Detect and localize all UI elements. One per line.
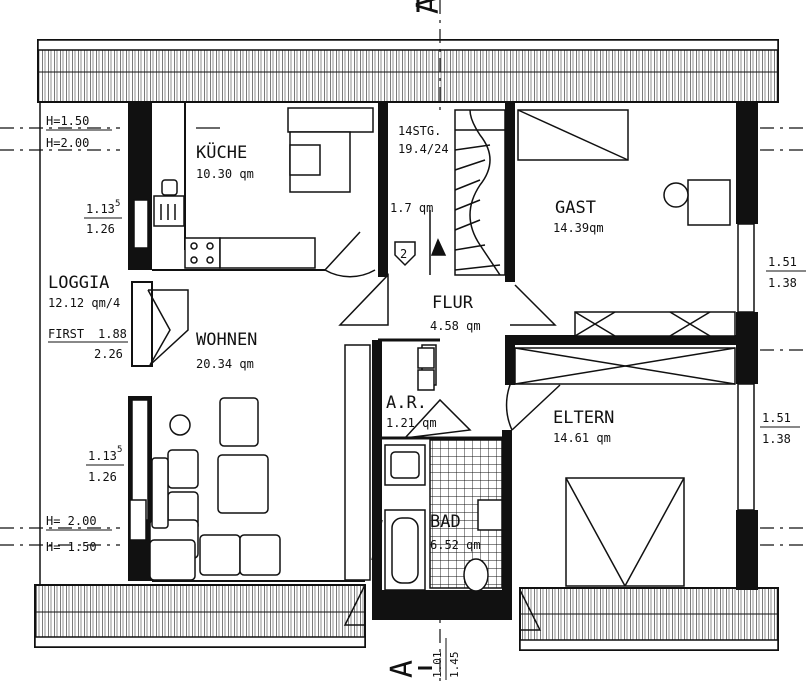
loggia-first-label: FIRST	[48, 327, 84, 341]
gast-name: GAST	[555, 198, 596, 218]
section-marker-bottom: A	[385, 660, 420, 678]
bedroom-furniture	[514, 109, 736, 587]
wohnen-name: WOHNEN	[196, 330, 257, 350]
roof-band-top	[37, 39, 779, 103]
bad-name: BAD	[430, 512, 461, 532]
stair-width: 1.7 qm	[390, 201, 433, 215]
window-gast-dims: 1.51 1.38	[766, 255, 806, 290]
window-kueche-exp: 5	[115, 199, 120, 209]
flur-area: 4.58 qm	[430, 319, 481, 333]
loggia-area: 12.12 qm/4	[48, 296, 120, 310]
roof-band-bottom-right	[519, 587, 779, 651]
window-wohnen-exp: 5	[117, 445, 122, 455]
section-marker-top: A	[411, 0, 446, 14]
window-loggia-dims: FIRST 1.88 2.26	[48, 327, 128, 361]
roof-band-bottom-left	[34, 584, 366, 648]
bathroom	[384, 344, 503, 592]
door-swings	[147, 231, 561, 561]
bottom-stubs	[343, 584, 542, 631]
kitchen-furniture	[161, 107, 374, 269]
stair-number: 2	[400, 247, 407, 261]
window-gast-num: 1.51	[768, 255, 797, 269]
height-top-a: H=1.50	[46, 114, 89, 128]
kueche-name: KÜCHE	[196, 141, 247, 163]
window-bottom-num: 1.01	[431, 652, 444, 679]
window-gast-den: 1.38	[768, 276, 797, 290]
stair-number-marker	[394, 241, 416, 267]
ar-area: 1.21 qm	[386, 416, 437, 430]
kueche-area: 10.30 qm	[196, 167, 254, 181]
eltern-name: ELTERN	[553, 408, 614, 428]
flur-name: FLUR	[432, 293, 474, 313]
window-eltern-dims: 1.51 1.38	[760, 411, 800, 446]
window-wohnen-dims: 1.13 5 1.26	[86, 445, 124, 484]
windows	[131, 195, 755, 521]
window-bottom-den: 1.45	[448, 652, 461, 679]
walls	[39, 101, 778, 620]
gast-area: 14.39qm	[553, 221, 604, 235]
window-kueche-dims: 1.13 5 1.26	[84, 199, 122, 236]
staircase	[429, 109, 506, 276]
ar-shelves	[417, 347, 435, 391]
window-kueche-den: 1.26	[86, 222, 115, 236]
loggia-name: LOGGIA	[48, 273, 109, 293]
stair-ratio: 19.4/24	[398, 142, 449, 156]
ar-name: A.R.	[386, 393, 427, 413]
window-kueche-num: 1.13	[86, 202, 115, 216]
window-eltern-den: 1.38	[762, 432, 791, 446]
height-bottom-a: H= 2.00	[46, 514, 97, 528]
height-bottom-b: H= 1.50	[46, 540, 97, 554]
window-eltern-num: 1.51	[762, 411, 791, 425]
eltern-area: 14.61 qm	[553, 431, 611, 445]
height-top-b: H=2.00	[46, 136, 89, 150]
window-loggia-num: 1.88	[98, 327, 127, 341]
window-bottom-dims: 1.01 1.45	[431, 638, 461, 680]
stair-steps: 14STG.	[398, 124, 441, 138]
bad-area: 6.52 qm	[430, 538, 481, 552]
window-wohnen-num: 1.13	[88, 449, 117, 463]
living-furniture	[129, 344, 371, 581]
window-loggia-den: 2.26	[94, 347, 123, 361]
wohnen-area: 20.34 qm	[196, 357, 254, 371]
window-wohnen-den: 1.26	[88, 470, 117, 484]
